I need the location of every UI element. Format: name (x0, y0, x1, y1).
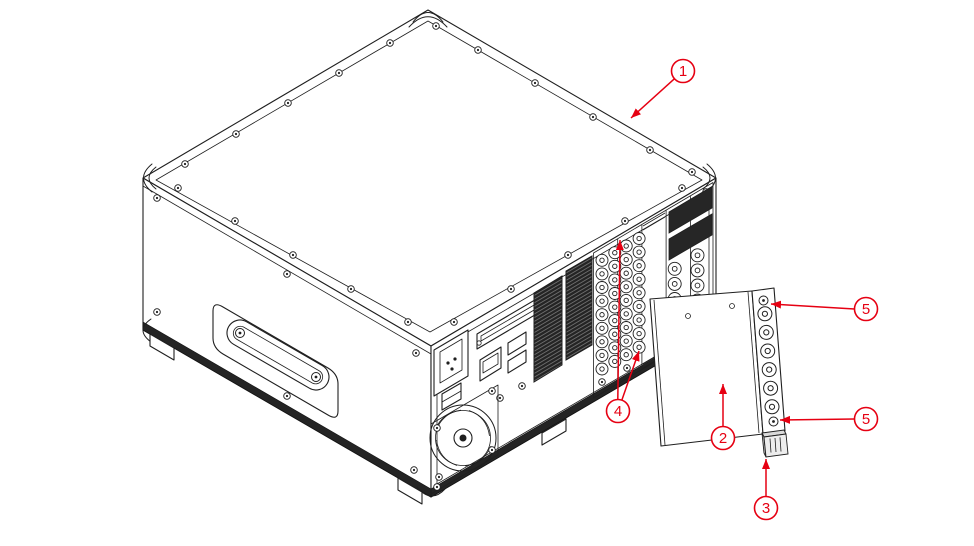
callout-3-label: 3 (762, 500, 770, 517)
power-inlet (433, 329, 469, 397)
callout-5-bottom-circle (853, 406, 879, 432)
power-switch (441, 382, 462, 411)
module-pcb (649, 290, 764, 447)
carry-handle (212, 304, 339, 418)
callout-5-top: 5 (770, 296, 879, 322)
callout-1-circle (670, 58, 696, 84)
callout-1-label: 1 (679, 63, 687, 80)
module-thumbscrew-bottom (768, 416, 779, 427)
right-module (667, 185, 713, 337)
callout-2-label: 2 (719, 430, 727, 447)
callout-1: 1 (630, 58, 696, 119)
callout-3-circle (753, 495, 779, 521)
callout-5-bottom-leader (779, 415, 855, 424)
plug-in-module (649, 287, 789, 458)
callout-4-label: 4 (614, 403, 622, 420)
callout-4-leader-bottom (621, 350, 640, 401)
callout-2: 2 (710, 384, 736, 451)
chassis-feet (149, 333, 567, 505)
callout-5-top-label: 5 (862, 301, 870, 318)
callout-4-leader-top (615, 239, 624, 400)
module-terminal-block (761, 429, 789, 458)
vent-grilles (533, 255, 593, 383)
usb-ports (507, 331, 527, 374)
callout-5-bottom-label: 5 (862, 411, 870, 428)
cooling-fan (429, 384, 499, 495)
callout-5-bottom: 5 (779, 406, 879, 432)
callout-1-leader (630, 78, 676, 119)
lan-port (479, 346, 502, 382)
callouts: 1 2 3 4 5 5 (605, 58, 879, 521)
callout-4: 4 (605, 239, 640, 424)
chassis (142, 9, 717, 505)
callout-5-top-leader (770, 300, 855, 310)
module-thumbscrew-top (758, 295, 769, 306)
callout-4-circle (605, 398, 631, 424)
callout-3: 3 (753, 459, 779, 521)
callout-2-circle (710, 425, 736, 451)
callout-5-top-circle (853, 296, 879, 322)
